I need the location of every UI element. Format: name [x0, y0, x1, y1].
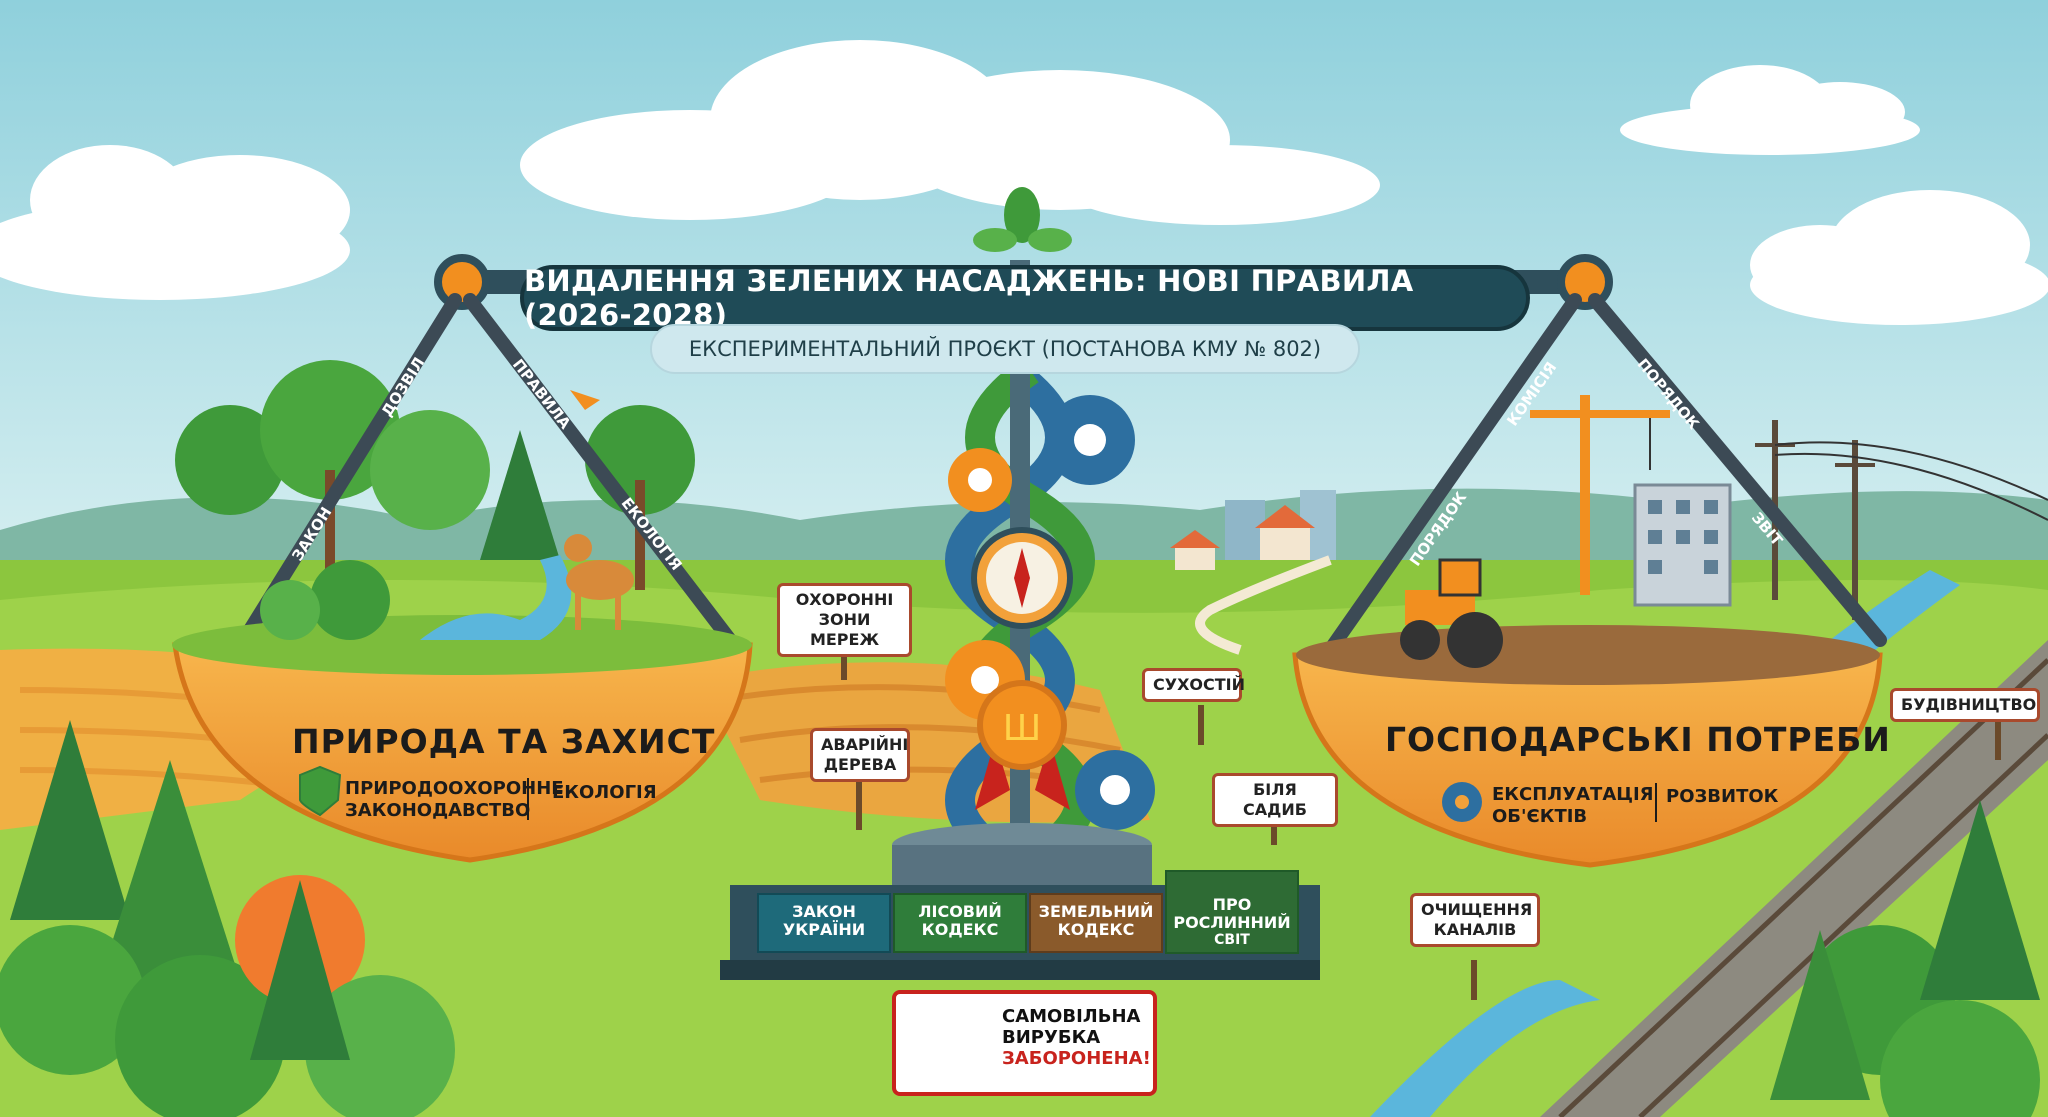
- chains: [243, 293, 1887, 657]
- sign-canal-cleaning-line2: КАНАЛІВ: [1433, 920, 1517, 939]
- book-forest-code: ЛІСОВИЙ КОДЕКС: [893, 893, 1027, 953]
- tractor-icon: [1400, 558, 1503, 668]
- sign-emergency-trees: АВАРІЙНІ ДЕРЕВА: [810, 728, 910, 782]
- bowl-right: [1292, 652, 1883, 868]
- book-law-line1: ЗАКОН: [792, 902, 856, 921]
- sign-canal-cleaning: ОЧИЩЕННЯ КАНАЛІВ: [1410, 893, 1540, 947]
- warning-line1: САМОВІЛЬНА: [1002, 1006, 1141, 1027]
- svg-text:Ш: Ш: [1003, 708, 1042, 749]
- warning-sign: САМОВІЛЬНА ВИРУБКА ЗАБОРОНЕНА!: [892, 990, 1157, 1096]
- right-pan-development: РОЗВИТОК: [1666, 786, 1779, 807]
- right-pan-title: ГОСПОДАРСЬКІ ПОТРЕБИ: [1385, 720, 1891, 759]
- book-land-code: ЗЕМЕЛЬНИЙ КОДЕКС: [1029, 893, 1163, 953]
- exploitation-line1: ЕКСПЛУАТАЦІЯ: [1492, 784, 1654, 805]
- deer-icon: [564, 534, 634, 630]
- warning-line2: ВИРУБКА: [1002, 1027, 1101, 1048]
- legislation-line1: ПРИРОДООХОРОННЕ: [345, 778, 564, 799]
- book-plant-line3: СВІТ: [1214, 932, 1250, 948]
- gear-icon: [1442, 782, 1482, 822]
- bowl-left-rim: [172, 615, 752, 675]
- book-plant-line1: ПРО: [1212, 895, 1252, 914]
- book-plant-line2: РОСЛИННИЙ: [1173, 913, 1291, 932]
- book-law-of-ukraine: ЗАКОН УКРАЇНИ: [757, 893, 891, 953]
- sign-near-homesteads: БІЛЯ САДИБ: [1212, 773, 1338, 827]
- left-pan-title: ПРИРОДА ТА ЗАХИСТ: [292, 722, 716, 761]
- left-pan-legislation: ПРИРОДООХОРОННЕ ЗАКОНОДАВСТВО: [345, 778, 564, 822]
- page-subtitle: ЕКСПЕРИМЕНТАЛЬНИЙ ПРОЄКТ (ПОСТАНОВА КМУ …: [688, 337, 1322, 361]
- sign-emergency-trees-line1: АВАРІЙНІ: [821, 735, 909, 754]
- canal: [1370, 980, 1600, 1117]
- sign-emergency-trees-line2: ДЕРЕВА: [823, 755, 897, 774]
- village: [1170, 490, 1336, 570]
- trident-icon: Ш: [975, 680, 1070, 810]
- shield-icon: [299, 765, 342, 817]
- book-law-line2: УКРАЇНИ: [782, 920, 866, 939]
- gear-icon: [945, 395, 1155, 830]
- bowl-right-rim: [1296, 625, 1880, 685]
- book-land-line1: ЗЕМЕЛЬНИЙ: [1038, 902, 1154, 921]
- book-forest-line2: КОДЕКС: [921, 920, 999, 939]
- sign-protective-zones-line1: ОХОРОННІ: [795, 590, 894, 609]
- book-forest-line1: ЛІСОВИЙ: [918, 902, 1002, 921]
- forest-left: [175, 360, 695, 590]
- legislation-line2: ЗАКОНОДАВСТВО: [345, 800, 531, 821]
- warning-line3: ЗАБОРОНЕНА!: [1002, 1048, 1151, 1069]
- exploitation-line2: ОБ'ЄКТІВ: [1492, 806, 1588, 827]
- stream: [420, 555, 572, 640]
- page-title: ВИДАЛЕННЯ ЗЕЛЕНИХ НАСАДЖЕНЬ: НОВІ ПРАВИЛ…: [524, 264, 1414, 332]
- book-land-line2: КОДЕКС: [1057, 920, 1135, 939]
- beam-knob-left: [434, 254, 490, 310]
- sign-canal-cleaning-line1: ОЧИЩЕННЯ: [1421, 900, 1533, 919]
- compass-icon: [971, 527, 1073, 629]
- railway: [1540, 640, 2048, 1117]
- sign-protective-zones-line2: ЗОНИ МЕРЕЖ: [809, 610, 880, 649]
- bird-icon: [570, 390, 600, 410]
- right-pan-exploitation: ЕКСПЛУАТАЦІЯ ОБ'ЄКТІВ: [1492, 784, 1654, 828]
- title-banner: ВИДАЛЕННЯ ЗЕЛЕНИХ НАСАДЖЕНЬ: НОВІ ПРАВИЛ…: [520, 264, 1530, 332]
- sign-construction: БУДІВНИЦТВО: [1890, 688, 2040, 722]
- left-pan-ecology: ЕКОЛОГІЯ: [552, 782, 657, 803]
- clouds: [0, 40, 2048, 325]
- sign-deadwood: СУХОСТІЙ: [1142, 668, 1245, 702]
- pedestal: [892, 845, 1152, 885]
- subtitle-banner: ЕКСПЕРИМЕНТАЛЬНИЙ ПРОЄКТ (ПОСТАНОВА КМУ …: [650, 324, 1360, 374]
- warning-text: САМОВІЛЬНА ВИРУБКА ЗАБОРОНЕНА!: [1002, 1006, 1151, 1069]
- road: [1195, 555, 1332, 655]
- sign-protective-zones: ОХОРОННІ ЗОНИ МЕРЕЖ: [777, 583, 912, 657]
- book-plant-world: ПРО РОСЛИННИЙ СВІТ: [1165, 870, 1299, 954]
- foreground-trees: [0, 720, 2040, 1117]
- sprout-icon: [973, 187, 1072, 252]
- crane-icon: [1530, 395, 1670, 595]
